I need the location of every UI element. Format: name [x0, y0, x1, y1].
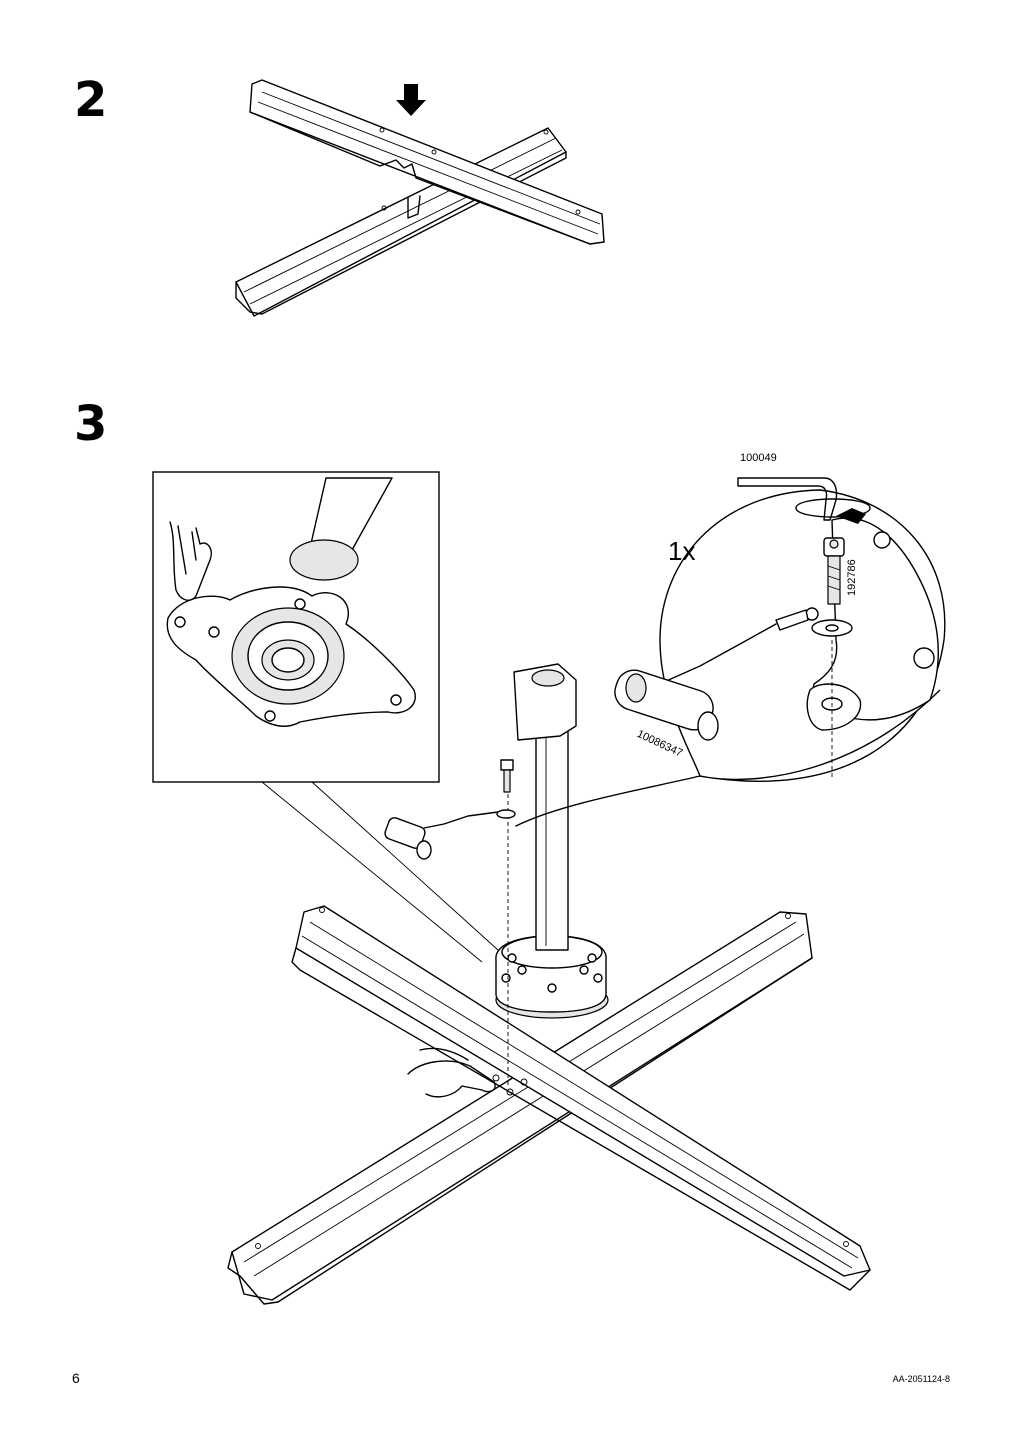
pole-assembly [384, 663, 609, 1086]
step-2-number: 2 [74, 72, 108, 128]
page-number: 6 [72, 1370, 80, 1386]
document-code: AA-2051124-8 [892, 1374, 950, 1384]
detail-inset [152, 471, 440, 783]
bolt-part-number: 192786 [846, 559, 858, 596]
cross-base [227, 905, 871, 1305]
step-3-number: 3 [74, 396, 108, 452]
quantity-label: 1x [668, 536, 696, 566]
callout-bubble [515, 477, 946, 827]
step-2-drawing [235, 79, 605, 317]
hex-key-part-number: 100049 [740, 452, 777, 464]
